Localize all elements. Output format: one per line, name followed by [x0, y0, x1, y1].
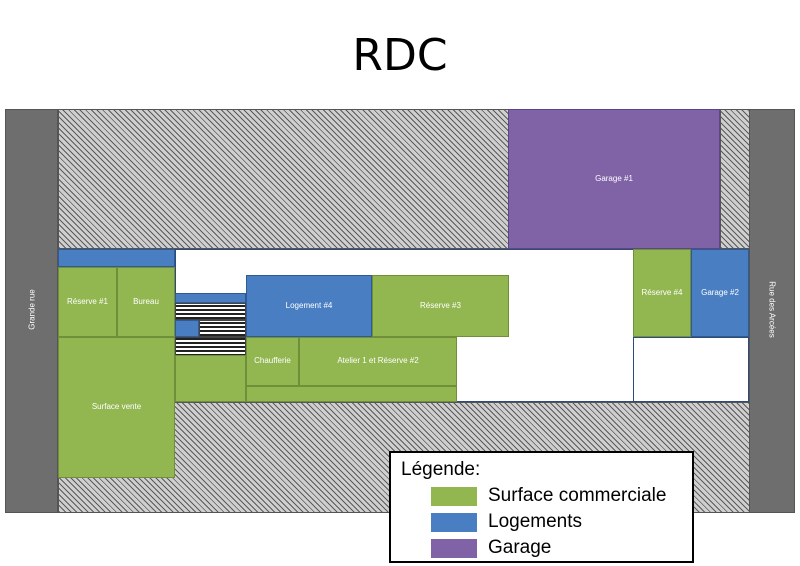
- room-logement-strip: [58, 249, 175, 267]
- legend-swatch-garage: [431, 539, 477, 558]
- staircase-upper: [175, 303, 246, 320]
- legend-label: Logements: [488, 511, 583, 532]
- room-garage-2: Garage #2: [691, 249, 749, 337]
- legend-title: Légende:: [401, 459, 481, 480]
- room-logement-4: Logement #4: [246, 275, 372, 337]
- room-passage: [246, 386, 457, 402]
- room-atelier-reserve-2: Atelier 1 et Réserve #2: [299, 337, 457, 386]
- room-reserve-1: Réserve #1: [58, 267, 117, 337]
- room-garage-1: Garage #1: [508, 109, 720, 249]
- page-title: RDC: [352, 30, 448, 81]
- staircase-lower: [199, 320, 246, 337]
- street-rue-des-arcees: [749, 109, 795, 513]
- room-reserve-4: Réserve #4: [633, 249, 691, 337]
- legend-label: Garage: [488, 537, 552, 558]
- stair-landing-top: [175, 293, 246, 303]
- legend-swatch-commercial: [431, 487, 477, 506]
- hatched-zone-right: [720, 109, 750, 249]
- room-chaufferie: Chaufferie: [246, 337, 299, 386]
- room-surface-vente: Surface vente: [58, 337, 175, 478]
- courtyard-right: [633, 337, 749, 402]
- street-grande-rue: [5, 109, 58, 513]
- room-bureau: Bureau: [117, 267, 175, 337]
- street-label-right: Rue des Arcées: [767, 281, 777, 338]
- corridor-commercial: [175, 355, 246, 402]
- legend-label: Surface commerciale: [488, 485, 667, 506]
- room-reserve-3: Réserve #3: [372, 275, 509, 337]
- legend-swatch-logements: [431, 513, 477, 532]
- stair-landing-mid: [175, 320, 199, 337]
- legend: Légende: Surface commerciale Logements G…: [389, 451, 694, 563]
- street-label-left: Grande rue: [27, 289, 37, 330]
